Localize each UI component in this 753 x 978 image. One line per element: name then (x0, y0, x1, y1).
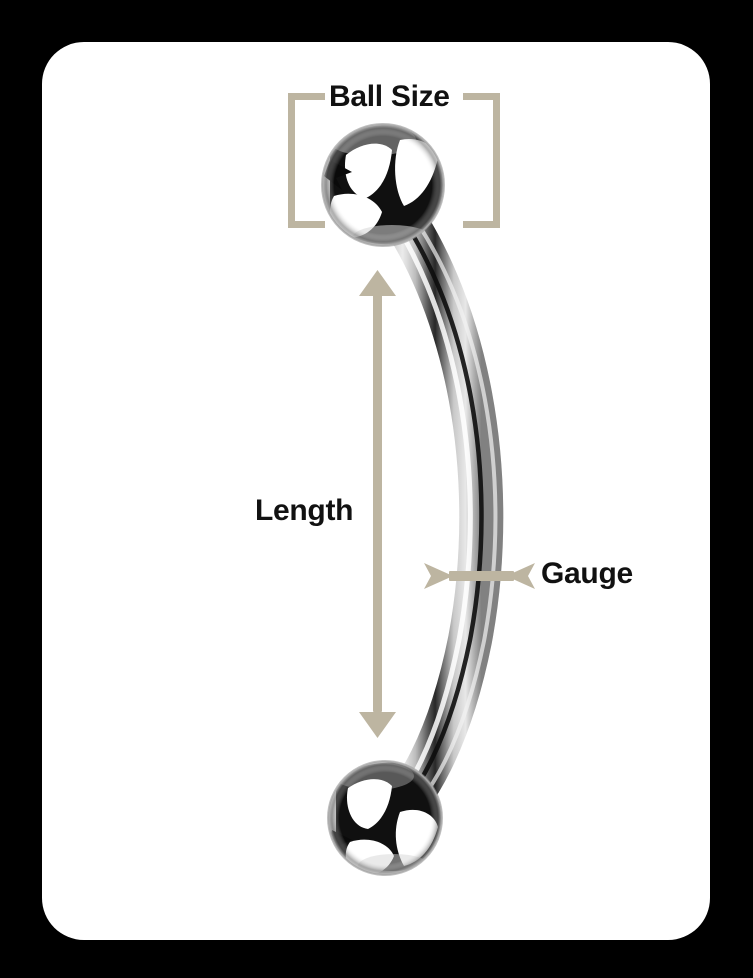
bottom-ball (327, 760, 443, 876)
ball-size-label: Ball Size (329, 80, 450, 113)
top-ball (321, 123, 445, 247)
shaft-group (361, 168, 504, 844)
gauge-arrow (424, 563, 535, 589)
length-label: Length (255, 494, 354, 527)
length-arrow (359, 270, 396, 738)
gauge-label: Gauge (541, 557, 633, 590)
ball-size-bracket (288, 93, 500, 228)
